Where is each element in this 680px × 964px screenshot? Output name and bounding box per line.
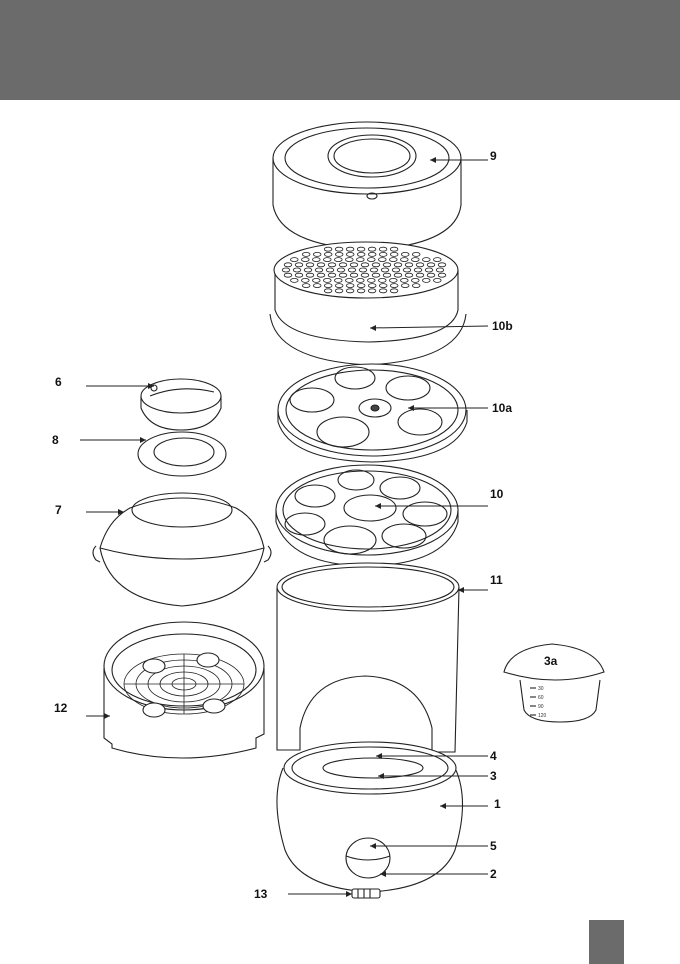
cup-mark: 60 — [538, 695, 544, 701]
part-10b-basket — [270, 242, 466, 365]
label-12: 12 — [54, 701, 68, 715]
part-12-basket — [104, 622, 264, 758]
label-11: 11 — [490, 573, 503, 587]
label-13: 13 — [254, 887, 268, 901]
label-7: 7 — [55, 503, 62, 517]
label-3a: 3a — [544, 654, 558, 668]
label-9: 9 — [490, 149, 497, 163]
label-10b: 10b — [492, 319, 513, 333]
cup-mark: 90 — [538, 704, 544, 710]
label-6: 6 — [55, 375, 62, 389]
part-11-housing — [277, 563, 459, 752]
part-10-egg-tray — [276, 465, 458, 566]
label-5: 5 — [490, 839, 497, 853]
part-1-base — [277, 742, 463, 898]
part-10a-egg-tray — [278, 364, 467, 462]
label-8: 8 — [52, 433, 59, 447]
page-tab — [589, 920, 624, 964]
label-4: 4 — [490, 749, 497, 763]
cup-mark: 30 — [538, 686, 544, 692]
part-9-lid — [273, 122, 461, 250]
label-10a: 10a — [492, 401, 512, 415]
label-3: 3 — [490, 769, 497, 783]
part-8-ring — [138, 432, 226, 476]
label-10: 10 — [490, 487, 504, 501]
cup-mark: 120 — [538, 713, 547, 719]
label-1: 1 — [494, 797, 501, 811]
part-6-small-lid — [141, 379, 221, 430]
label-2: 2 — [490, 867, 497, 881]
